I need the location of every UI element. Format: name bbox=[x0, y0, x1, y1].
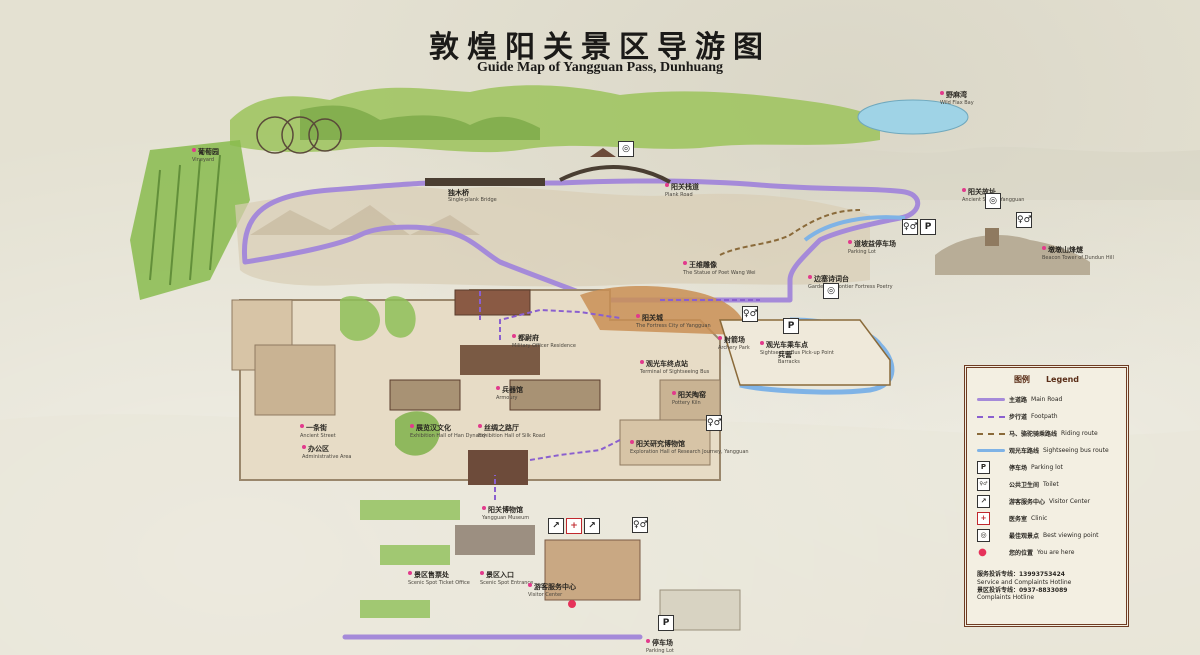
entrance-gate-shape bbox=[455, 525, 535, 555]
visitor-center-shape bbox=[544, 539, 641, 601]
map-subtitle: Guide Map of Yangguan Pass, Dunhuang bbox=[476, 60, 724, 75]
main-gate bbox=[468, 450, 528, 485]
single-plank-bridge-shape bbox=[425, 178, 545, 186]
plateau bbox=[235, 186, 870, 287]
camera-icon[interactable]: ◎ bbox=[618, 141, 634, 157]
pottery-block bbox=[659, 379, 721, 421]
toilet-icon[interactable]: ♀♂ bbox=[1016, 212, 1032, 228]
toilet-icon[interactable]: ♀♂ bbox=[742, 306, 758, 322]
camera-icon[interactable]: ◎ bbox=[823, 283, 839, 299]
parking-icon: P bbox=[977, 461, 990, 474]
location-pin-icon: ● bbox=[978, 547, 987, 558]
map-title: 敦煌阳关景区导游图 bbox=[429, 30, 771, 65]
parking-icon[interactable]: P bbox=[783, 318, 799, 334]
you-are-here-marker bbox=[568, 600, 576, 608]
museum-block bbox=[619, 419, 711, 466]
lake bbox=[857, 99, 969, 135]
riding-route bbox=[719, 209, 861, 256]
visitor-center-icon: ↗ bbox=[977, 495, 990, 508]
toilet-icon[interactable]: ♀♂ bbox=[902, 219, 918, 235]
visitor-center-icon[interactable]: ↗ bbox=[548, 518, 564, 534]
visitor-center-icon[interactable]: ↗ bbox=[584, 518, 600, 534]
beacon-tower-shape bbox=[985, 228, 999, 246]
camera-icon[interactable]: ◎ bbox=[985, 193, 1001, 209]
footpaths bbox=[479, 290, 760, 500]
barracks-camp bbox=[718, 319, 891, 386]
parking-icon[interactable]: P bbox=[920, 219, 936, 235]
far-hills bbox=[780, 146, 1200, 200]
gate-block bbox=[460, 345, 540, 375]
exhibition-block bbox=[389, 379, 461, 411]
clinic-icon[interactable]: + bbox=[566, 518, 582, 534]
toilet-icon: ♀♂ bbox=[977, 478, 990, 491]
toilet-icon[interactable]: ♀♂ bbox=[706, 415, 722, 431]
mountains bbox=[250, 205, 480, 235]
trees-left bbox=[340, 296, 416, 341]
treeline-dark bbox=[300, 105, 540, 140]
hill-pavilion bbox=[590, 148, 616, 157]
plank-road-shape bbox=[559, 165, 671, 184]
military-office-block bbox=[454, 289, 531, 316]
fortress-city-cliff bbox=[580, 285, 744, 335]
beacon-hill bbox=[935, 235, 1090, 275]
parking-icon[interactable]: P bbox=[658, 615, 674, 631]
trees-mid bbox=[395, 411, 440, 456]
silk-road-block bbox=[509, 379, 601, 411]
clinic-icon: + bbox=[977, 512, 990, 525]
lower-greenery bbox=[360, 500, 460, 618]
camera-icon: ◎ bbox=[977, 529, 990, 542]
waterwheel bbox=[256, 116, 342, 154]
hotline-block: 服务投诉专线：13993753424 Service and Complaint… bbox=[977, 571, 1072, 602]
bus-route-top bbox=[803, 215, 906, 242]
ancient-street-block bbox=[254, 344, 336, 416]
toilet-icon[interactable]: ♀♂ bbox=[632, 517, 648, 533]
